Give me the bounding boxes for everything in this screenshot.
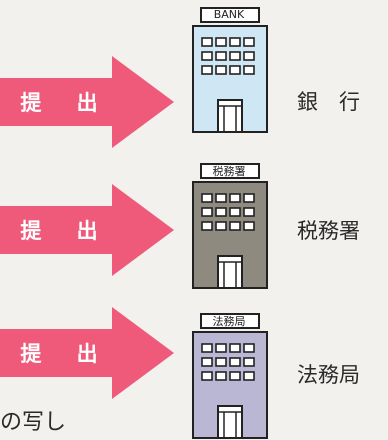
office-name-tax-office: 税務署 xyxy=(297,219,360,243)
submit-arrow: 提 出 xyxy=(0,307,178,399)
arrow-label: 提 出 xyxy=(20,342,112,366)
tax-office-building-icon: 税務署 xyxy=(192,163,270,290)
arrow-label: 提 出 xyxy=(20,91,112,115)
document-copy-caption: の写し xyxy=(0,410,67,435)
bank-building-icon: BANK xyxy=(192,7,270,134)
office-name-bank: 銀 行 xyxy=(297,90,360,114)
legal-affairs-building-icon: 法務局 xyxy=(192,313,270,440)
submit-arrow: 提 出 xyxy=(0,56,178,148)
office-name-legal-affairs: 法務局 xyxy=(297,363,360,387)
submit-arrow: 提 出 xyxy=(0,184,178,276)
arrow-label: 提 出 xyxy=(20,219,112,243)
building-sign: BANK xyxy=(213,8,245,21)
building-sign: 税務署 xyxy=(212,164,246,178)
building-sign: 法務局 xyxy=(212,314,246,328)
